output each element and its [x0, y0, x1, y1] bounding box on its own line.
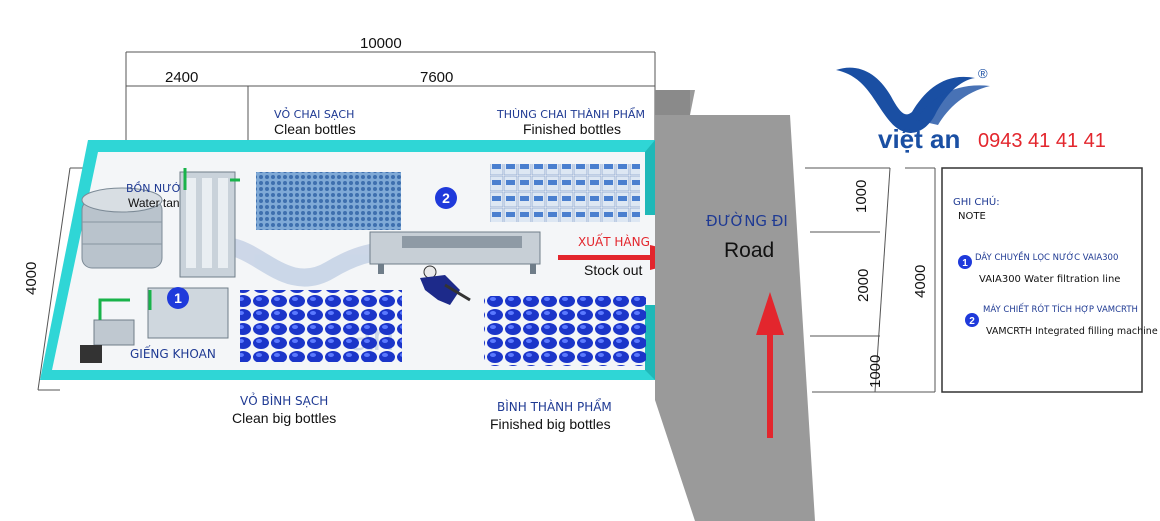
left-width-dimension: 2400: [165, 69, 198, 86]
legend-item-2-en: VAMCRTH Integrated filling machine: [986, 326, 1158, 337]
clean-bottles-label-vn: VỎ CHAI SẠCH: [274, 107, 354, 121]
finished-big-bottles-area: [484, 296, 646, 366]
legend-item-1: 1 DÂY CHUYỀN LỌC NƯỚC VAIA300 VAIA300 Wa…: [958, 250, 1120, 285]
legend-item-1-num: 1: [962, 258, 968, 269]
water-tank-label-en: Water tank: [128, 196, 187, 210]
road-total-dimension: 4000: [912, 265, 929, 298]
road-dimension-lines: [805, 167, 936, 393]
finished-big-label-vn: BÌNH THÀNH PHẨM: [497, 398, 612, 414]
clean-big-bottles-area: [240, 290, 402, 362]
legend-box: [941, 167, 1143, 393]
road-mid-dimension: 2000: [855, 269, 872, 302]
road-label-en: Road: [724, 239, 774, 262]
total-width-dimension: 10000: [360, 35, 402, 52]
road-bottom-dimension: 1000: [867, 355, 884, 388]
clean-big-label-en: Clean big bottles: [232, 410, 336, 426]
brand-name: việt an: [878, 124, 960, 154]
legend-item-1-en: VAIA300 Water filtration line: [979, 274, 1120, 285]
finished-big-label-en: Finished big bottles: [490, 416, 611, 432]
filling-machine: [369, 231, 541, 274]
well-label-vn: GIẾNG KHOAN: [130, 345, 216, 361]
registered-mark: ®: [978, 66, 988, 81]
marker-2: 2: [435, 187, 457, 209]
finished-bottles-label-vn: THÙNG CHAI THÀNH PHẨM: [496, 107, 645, 121]
water-tank: [81, 187, 163, 269]
stock-out-label-vn: XUẤT HÀNG: [578, 233, 650, 249]
road-label-vn: ĐƯỜNG ĐI: [706, 211, 788, 230]
legend-item-1-vn: DÂY CHUYỀN LỌC NƯỚC VAIA300: [975, 250, 1118, 263]
marker-1-number: 1: [174, 290, 182, 306]
brand-phone: 0943 41 41 41: [978, 130, 1106, 152]
worker-figure: [420, 265, 471, 305]
water-tank-label-vn: BỒN NƯỚC: [126, 181, 190, 195]
clean-bottles-area: [256, 172, 401, 230]
top-dimension-lines: [125, 51, 656, 140]
finished-bottles-label-en: Finished bottles: [523, 121, 621, 137]
road-arrow-up: [756, 292, 784, 438]
clean-big-label-vn: VỎ BÌNH SẠCH: [240, 392, 328, 408]
viet-an-logo-mark: [836, 67, 990, 133]
legend-item-2: 2 MÁY CHIẾT RÓT TÍCH HỢP VAMCRTH VAMCRTH…: [965, 303, 1158, 337]
road: [655, 90, 815, 521]
marker-1: 1: [167, 287, 189, 309]
legend-item-2-vn: MÁY CHIẾT RÓT TÍCH HỢP VAMCRTH: [983, 303, 1138, 315]
legend-title-en: NOTE: [958, 211, 986, 222]
stock-out-label-en: Stock out: [584, 262, 642, 278]
marker-2-number: 2: [442, 190, 450, 206]
clean-bottles-label-en: Clean bottles: [274, 121, 356, 137]
finished-cartons-area: [490, 164, 640, 222]
legend-item-2-num: 2: [969, 316, 975, 327]
legend-title-vn: GHI CHÚ:: [953, 195, 1000, 208]
depth-dimension: 4000: [23, 262, 40, 295]
road-top-dimension: 1000: [853, 180, 870, 213]
right-width-dimension: 7600: [420, 69, 453, 86]
